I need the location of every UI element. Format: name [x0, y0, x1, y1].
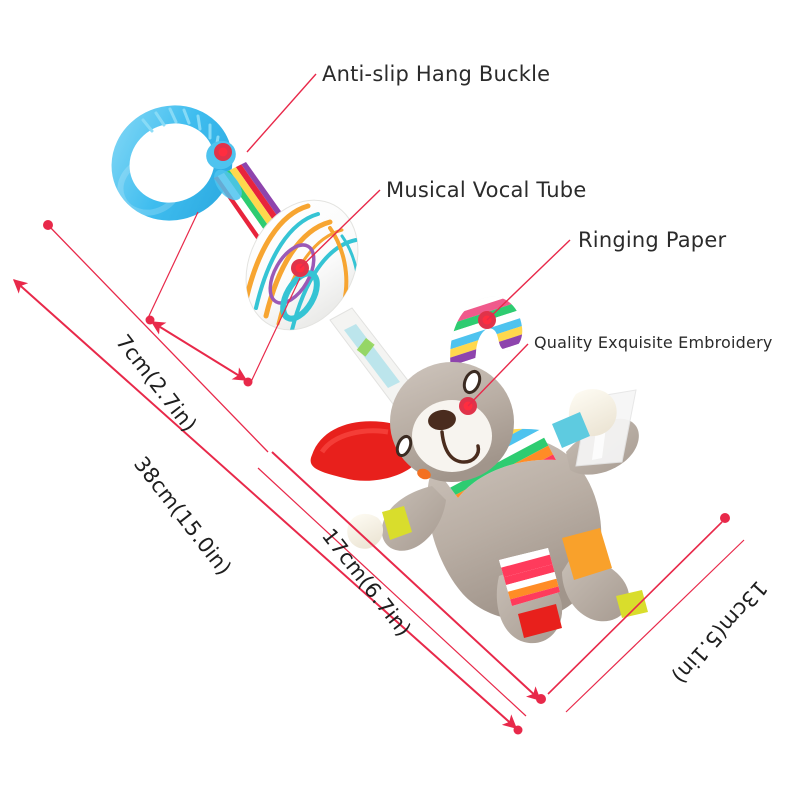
leader-vocal-tube — [299, 189, 381, 269]
leader-embroidery — [467, 343, 529, 407]
dimension-17cm — [257, 451, 546, 717]
dimension-38cm — [12, 220, 523, 735]
callout-label-vocal-tube: Musical Vocal Tube — [386, 178, 587, 202]
orange-limb-band-icon — [518, 528, 648, 638]
leader-ringing-paper — [486, 239, 571, 321]
dimension-7cm — [145, 211, 301, 387]
cream-paw-icon — [552, 389, 617, 448]
leader-hang-buckle — [246, 73, 317, 153]
hang-buckle-clasp-icon — [206, 140, 236, 170]
callout-label-embroidery: Quality Exquisite Embroidery — [534, 333, 773, 352]
callout-leaders — [246, 73, 571, 407]
callout-label-hang-buckle: Anti-slip Hang Buckle — [322, 62, 551, 86]
dimension-13cm — [547, 513, 745, 713]
callout-label-ringing-paper: Ringing Paper — [578, 228, 727, 252]
